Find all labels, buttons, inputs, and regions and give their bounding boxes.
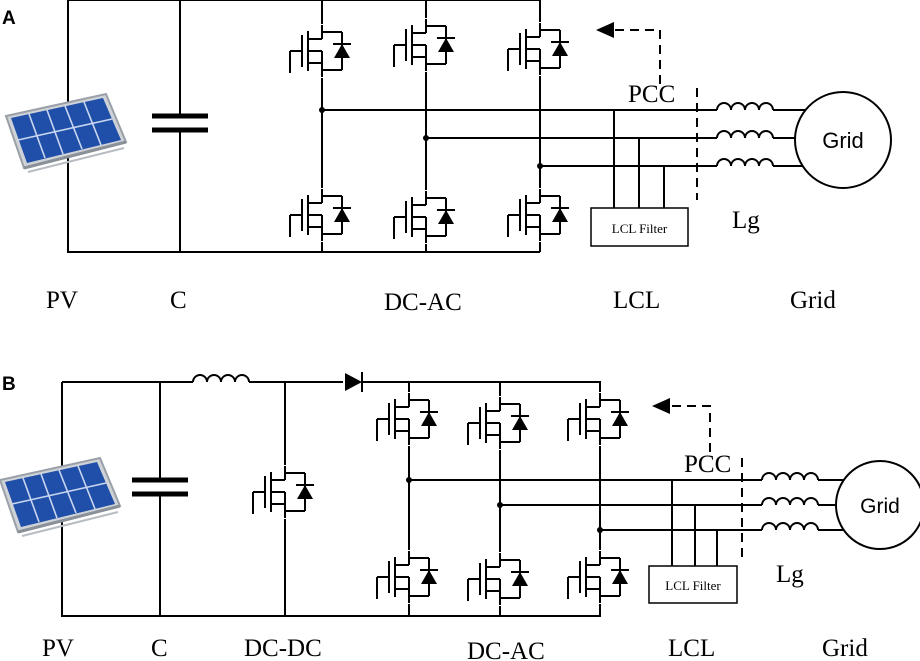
panel-b-grid-inductor-2-icon [761,497,819,506]
panel-a-label-lcl: LCL [613,287,660,314]
panel-a-label-pv: PV [46,287,78,314]
panel-a-grid-inductor-3-icon [716,158,774,167]
panel-b-label-grid: Grid [822,635,868,661]
panel-b: B [0,372,920,661]
panel-a-solar-panel-icon [4,92,128,174]
panel-b-letter: B [2,374,16,395]
panel-b-grid-inductor-1-icon [761,472,819,481]
panel-b-lg-label: Lg [776,561,804,588]
panel-a-capacitor-icon [152,0,208,252]
panel-b-label-lcl: LCL [668,635,715,661]
panel-b-boost-inductor-icon [192,374,250,383]
panel-a-pcc-arrow-icon [596,22,614,38]
panel-a-grid-symbol-label: Grid [822,128,864,153]
panel-a-letter: A [2,8,16,29]
panel-b-pcc-label: PCC [684,451,731,478]
panel-b-label-dc-ac: DC-AC [467,638,545,661]
panel-b-lcl-filter-label: LCL Filter [665,578,721,593]
panel-a-lg-label: Lg [732,207,760,234]
panel-b-grid-symbol-label: Grid [860,495,900,518]
panel-a-label-dc-ac: DC-AC [384,289,462,316]
panel-b-label-c: C [151,635,168,661]
panel-b-dc-bus [61,381,601,617]
panel-b-boost-diode-icon [345,373,362,391]
panel-b-grid-source [835,460,920,550]
panel-b-lcl-filter-box [648,565,738,604]
panel-b-solar-panel-icon [0,456,122,538]
panel-a: A [2,0,892,316]
panel-b-capacitor-icon [132,382,188,616]
panel-b-grid-inductor-3-icon [761,522,819,531]
panel-a-lcl-filter-box [590,207,689,247]
panel-a-grid-source [794,91,892,189]
panel-a-pcc-label: PCC [628,81,675,108]
panel-a-label-grid: Grid [790,287,836,314]
panel-a-lcl-filter-label: LCL Filter [612,221,668,236]
panel-a-label-c: C [170,287,187,314]
panel-b-label-pv: PV [42,635,74,661]
panel-b-pcc-arrow-icon [652,398,670,414]
panel-b-label-dc-dc: DC-DC [244,635,322,661]
panel-a-dc-negative-bus [67,0,540,253]
panel-a-grid-inductor-1-icon [716,102,774,111]
panel-a-grid-inductor-2-icon [716,130,774,139]
